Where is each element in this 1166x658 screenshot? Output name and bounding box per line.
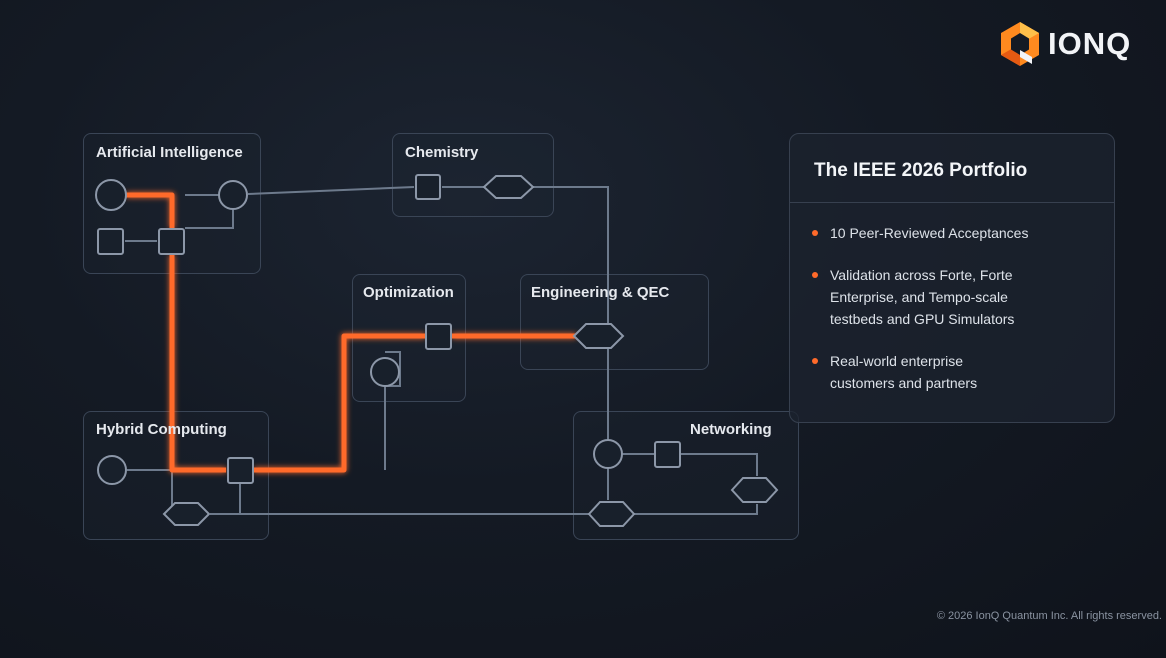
list-item: Validation across Forte, Forte Enterpris…: [812, 264, 1030, 330]
hexagon-node: [587, 501, 636, 527]
ionq-logo: IONQ: [998, 20, 1131, 68]
module-label-optimization: Optimization: [363, 284, 454, 301]
bullet-icon: [812, 358, 818, 364]
portfolio-panel: The IEEE 2026 Portfolio 10 Peer-Reviewed…: [789, 133, 1115, 423]
hexagon-node: [572, 323, 625, 349]
qubit-circle-node: [97, 455, 127, 485]
list-item-text: 10 Peer-Reviewed Acceptances: [830, 225, 1029, 241]
logo-wordmark: IONQ: [1048, 26, 1132, 61]
qubit-circle-node: [218, 180, 248, 210]
bullet-icon: [812, 230, 818, 236]
module-label-ai: Artificial Intelligence: [96, 144, 243, 161]
qubit-circle-node: [95, 179, 127, 211]
gate-square-node: [654, 441, 681, 468]
list-item-text: Real-world enterprise customers and part…: [830, 353, 978, 391]
module-label-engineering: Engineering & QEC: [531, 284, 670, 301]
ionq-hexagon-logo-icon: [998, 20, 1042, 68]
portfolio-list: 10 Peer-Reviewed Acceptances Validation …: [812, 222, 1102, 414]
list-item-text: Validation across Forte, Forte Enterpris…: [830, 267, 1015, 327]
gate-square-node: [425, 323, 452, 350]
copyright-text: © 2026 IonQ Quantum Inc. All rights rese…: [936, 610, 1162, 622]
bullet-icon: [812, 272, 818, 278]
list-item: Real-world enterprise customers and part…: [812, 350, 1000, 394]
qubit-circle-node: [593, 439, 623, 469]
list-item: 10 Peer-Reviewed Acceptances: [812, 222, 1090, 244]
hexagon-node: [482, 175, 535, 199]
gate-square-node: [97, 228, 124, 255]
gate-square-node: [158, 228, 185, 255]
module-chemistry: [392, 133, 554, 217]
module-label-hybrid: Hybrid Computing: [96, 421, 227, 438]
module-label-chemistry: Chemistry: [405, 144, 479, 161]
panel-title: The IEEE 2026 Portfolio: [814, 160, 1028, 181]
qubit-circle-node: [370, 357, 400, 387]
gate-square-node: [227, 457, 254, 484]
hexagon-node: [162, 502, 211, 526]
gate-square-node: [415, 174, 441, 200]
panel-divider: [790, 202, 1114, 203]
module-engineering-qec: [520, 274, 709, 370]
hexagon-node: [730, 477, 779, 503]
circuit-wires: [125, 186, 758, 515]
module-label-networking: Networking: [690, 421, 772, 438]
highlighted-path: [126, 192, 576, 473]
circuit-nodes: [95, 174, 779, 527]
